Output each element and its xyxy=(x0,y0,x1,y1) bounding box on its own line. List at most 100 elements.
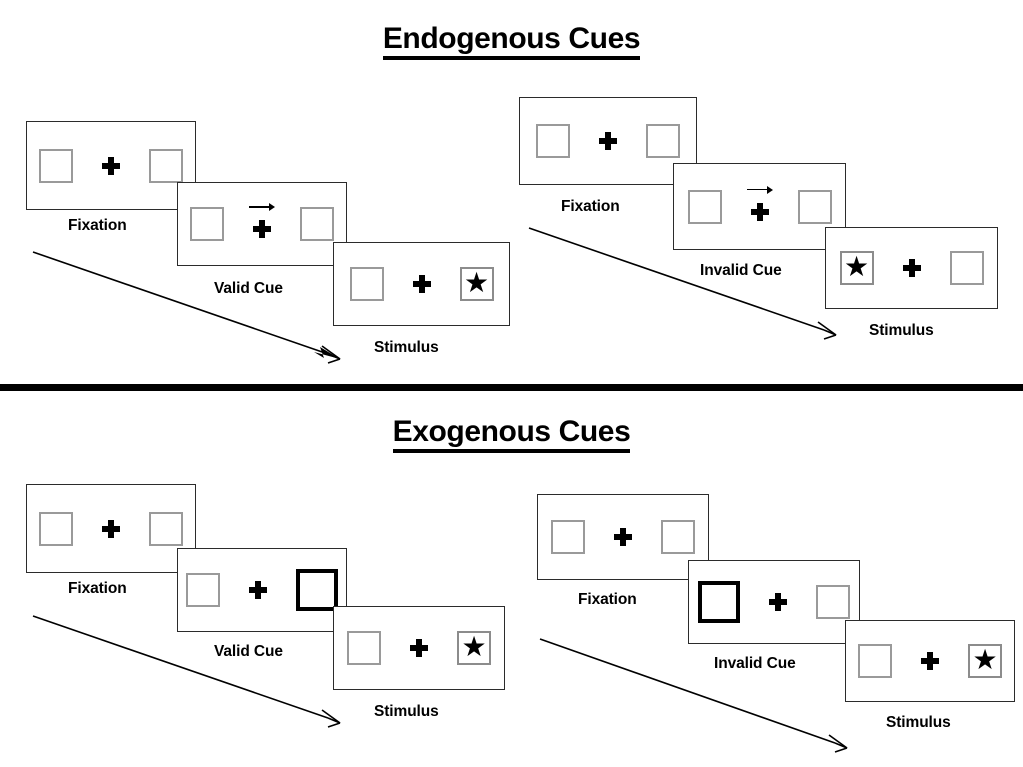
fixation-cross-icon xyxy=(769,593,787,611)
slot-left xyxy=(186,573,220,607)
panel-endogenous-valid-stimulus: ★ xyxy=(333,242,510,326)
slot-right xyxy=(661,520,695,554)
section-divider xyxy=(0,384,1023,391)
section-title-exogenous: Exogenous Cues xyxy=(0,415,1023,453)
caption-exogenous-valid-cue: Valid Cue xyxy=(214,643,283,660)
star-icon: ★ xyxy=(843,251,870,282)
arrow-head xyxy=(269,203,275,211)
panel-endogenous-invalid-fixation xyxy=(519,97,697,185)
slot-left xyxy=(687,189,722,224)
caption-exogenous-valid-fixation: Fixation xyxy=(68,580,127,597)
slot-left xyxy=(39,511,73,546)
slot-right xyxy=(816,585,850,619)
slot-right xyxy=(646,124,680,158)
panel-content xyxy=(27,146,195,186)
panel-content xyxy=(538,517,708,557)
slot-left-target: ★ xyxy=(839,251,874,285)
fixation-cross-icon xyxy=(253,220,271,238)
centre-column xyxy=(246,203,278,244)
centre-column xyxy=(607,517,639,557)
section-title-endogenous: Endogenous Cues xyxy=(0,22,1023,60)
fixation-cross-icon xyxy=(102,156,120,175)
panel-content xyxy=(689,581,859,623)
slot-left xyxy=(551,520,585,554)
caption-endogenous-invalid-stimulus: Stimulus xyxy=(869,322,934,339)
slot-right-target: ★ xyxy=(457,631,491,665)
caption-endogenous-valid-cue: Valid Cue xyxy=(214,280,283,297)
centre-column xyxy=(95,146,127,186)
caption-exogenous-invalid-stimulus: Stimulus xyxy=(886,714,951,731)
panel-endogenous-valid-cue xyxy=(177,182,347,266)
star-icon: ★ xyxy=(972,644,998,675)
panel-exogenous-invalid-fixation xyxy=(537,494,709,580)
slot-left xyxy=(858,644,892,678)
panel-exogenous-invalid-stimulus: ★ xyxy=(845,620,1015,702)
slot-right xyxy=(797,189,832,224)
centre-column xyxy=(744,185,776,227)
panel-exogenous-valid-cue xyxy=(177,548,347,632)
panel-content xyxy=(674,185,845,227)
fixation-cross-icon xyxy=(902,259,921,277)
slot-right xyxy=(949,251,984,285)
slot-right-cued xyxy=(296,569,338,611)
panel-content xyxy=(27,509,195,549)
fixation-cross-icon xyxy=(102,519,120,538)
caption-endogenous-invalid-fixation: Fixation xyxy=(561,198,620,215)
slot-left xyxy=(349,267,384,301)
caption-endogenous-valid-fixation: Fixation xyxy=(68,217,127,234)
fixation-cross-icon xyxy=(599,132,617,150)
fixation-cross-icon xyxy=(921,652,939,670)
panel-exogenous-valid-stimulus: ★ xyxy=(333,606,505,690)
arrow-head xyxy=(766,185,773,194)
fixation-cross-icon xyxy=(410,639,428,657)
centre-column xyxy=(914,641,946,681)
centre-column xyxy=(592,121,624,161)
centre-column xyxy=(95,509,127,549)
caption-exogenous-invalid-fixation: Fixation xyxy=(578,591,637,608)
slot-right xyxy=(149,511,183,546)
slot-left xyxy=(190,207,224,241)
slot-right xyxy=(300,207,334,241)
slot-right xyxy=(149,148,183,183)
centre-column xyxy=(762,582,794,622)
panel-exogenous-valid-fixation xyxy=(26,484,196,573)
centre-column xyxy=(896,248,928,288)
centre-column xyxy=(406,264,438,304)
panel-content: ★ xyxy=(826,248,997,288)
panel-endogenous-invalid-cue xyxy=(673,163,846,250)
slot-left xyxy=(39,148,73,183)
section-title-endogenous-text: Endogenous Cues xyxy=(382,23,641,60)
section-title-exogenous-text: Exogenous Cues xyxy=(392,416,631,453)
star-icon: ★ xyxy=(461,631,487,662)
star-icon: ★ xyxy=(463,267,490,298)
caption-exogenous-valid-stimulus: Stimulus xyxy=(374,703,439,720)
caption-endogenous-valid-stimulus: Stimulus xyxy=(374,339,439,356)
panel-endogenous-valid-fixation xyxy=(26,121,196,210)
slot-left xyxy=(536,124,570,158)
fixation-cross-icon xyxy=(249,581,267,599)
slot-right-target: ★ xyxy=(968,644,1002,678)
centre-column xyxy=(242,570,274,610)
panel-endogenous-invalid-stimulus: ★ xyxy=(825,227,998,309)
cue-arrow-right-icon xyxy=(746,185,773,194)
panel-content xyxy=(178,203,346,244)
time-arrow-exogenous-invalid xyxy=(535,633,855,763)
slot-right-target: ★ xyxy=(459,267,494,301)
panel-content xyxy=(178,569,346,611)
slot-left-cued xyxy=(698,581,740,623)
caption-exogenous-invalid-cue: Invalid Cue xyxy=(714,655,796,672)
fixation-cross-icon xyxy=(412,275,431,293)
arrow-shaft xyxy=(746,188,768,191)
panel-content: ★ xyxy=(334,264,509,304)
panel-content: ★ xyxy=(334,628,504,668)
panel-exogenous-invalid-cue xyxy=(688,560,860,644)
arrow-shaft xyxy=(249,206,270,208)
fixation-cross-icon xyxy=(750,202,769,221)
caption-endogenous-invalid-cue: Invalid Cue xyxy=(700,262,782,279)
cue-arrow-right-icon xyxy=(249,203,275,211)
panel-content: ★ xyxy=(846,641,1014,681)
panel-content xyxy=(520,121,696,161)
slot-left xyxy=(347,631,381,665)
centre-column xyxy=(403,628,435,668)
fixation-cross-icon xyxy=(614,528,632,546)
